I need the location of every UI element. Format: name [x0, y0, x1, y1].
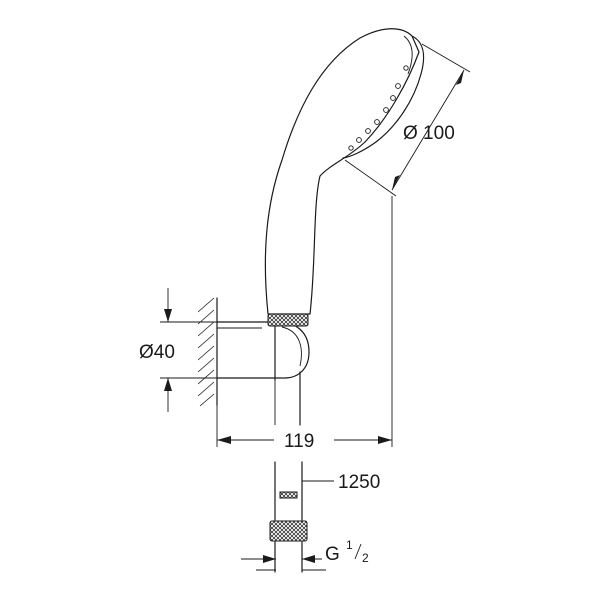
- wall: [197, 297, 218, 447]
- head-diameter-label: Ø 100: [403, 123, 455, 144]
- wall-hatching: [197, 297, 215, 407]
- thread-prefix-label: G: [325, 544, 340, 565]
- spray-nozzles: [348, 65, 409, 151]
- holder-diameter-label: Ø40: [139, 342, 175, 363]
- wall-holder: [216, 321, 310, 379]
- dimension-hose-length: 1250: [302, 472, 380, 493]
- depth-label: 119: [284, 431, 314, 452]
- hose-length-label: 1250: [338, 472, 380, 493]
- dimension-holder-diameter: Ø40: [139, 288, 217, 412]
- thread-numerator: 1: [346, 538, 353, 552]
- handle-knurl: [267, 313, 309, 327]
- hose-section: [269, 461, 308, 573]
- dimension-depth: 119: [217, 196, 393, 452]
- hose-small-knurl: [279, 491, 298, 499]
- dimension-head-diameter: Ø 100: [344, 43, 471, 197]
- thread-denominator: 2: [362, 551, 369, 565]
- hose-nut-knurl: [269, 520, 308, 542]
- hand-shower: [264, 28, 425, 426]
- dimension-thread: G 1 2: [241, 538, 369, 571]
